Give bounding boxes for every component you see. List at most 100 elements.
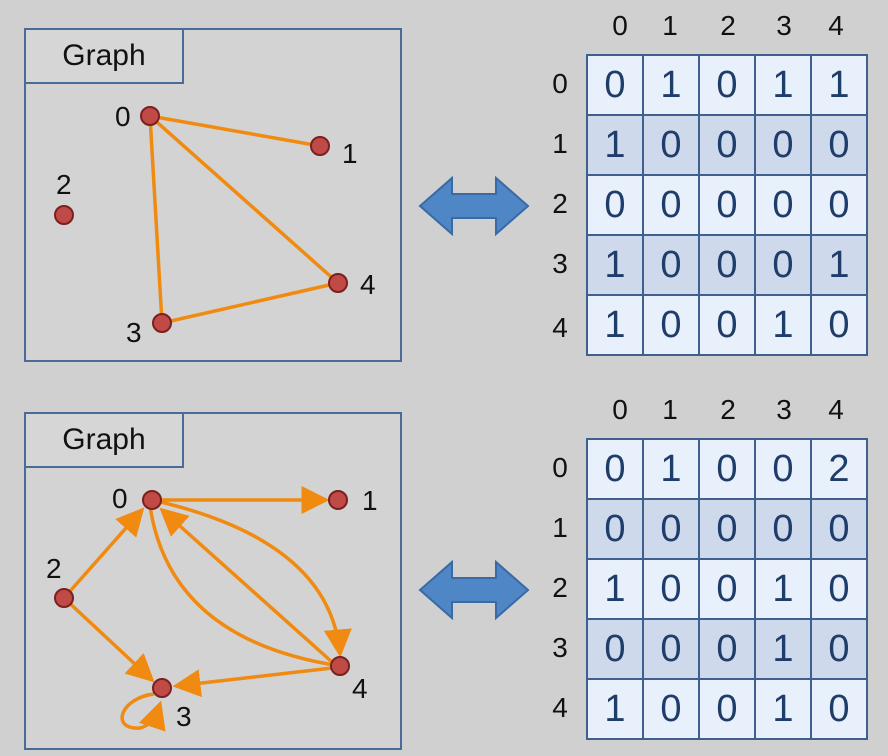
- matrix-cell: 0: [810, 678, 868, 740]
- matrix-cell: 0: [642, 294, 700, 356]
- column-header: 3: [776, 394, 792, 425]
- matrix-row: 0 1 0 0 2: [586, 438, 868, 500]
- node-label-3: 3: [176, 701, 192, 732]
- matrix-cell: 1: [754, 618, 812, 680]
- top-adjacency-matrix: 0 1 0 1 1 1 0 0 0 0 0 0 0 0 0 1 0 0 0 1 …: [586, 54, 868, 356]
- matrix-cell: 0: [642, 678, 700, 740]
- edge-0-1: [149, 114, 321, 148]
- column-header: 0: [612, 10, 628, 41]
- matrix-row: 1 0 0 1 0: [586, 558, 868, 620]
- node-labels: 0 1 2 3 4: [46, 483, 378, 732]
- edges: [148, 114, 340, 325]
- matrix-cell: 0: [586, 54, 644, 116]
- column-header: 4: [828, 394, 844, 425]
- matrix-cell: 0: [642, 618, 700, 680]
- matrix-cell: 0: [698, 234, 756, 296]
- matrix-row: 1 0 0 1 0: [586, 294, 868, 356]
- matrix-cell: 0: [810, 618, 868, 680]
- node-0: [142, 490, 162, 510]
- edge-0-3: [148, 115, 164, 324]
- matrix-cell: 1: [642, 438, 700, 500]
- column-header: 0: [612, 394, 628, 425]
- double-arrow-icon: [418, 175, 530, 237]
- matrix-row: 0 0 0 0 0: [586, 174, 868, 236]
- matrix-cell: 0: [810, 558, 868, 620]
- node-label-2: 2: [46, 553, 62, 584]
- matrix-cell: 1: [586, 294, 644, 356]
- edge-2-to-0: [62, 507, 145, 600]
- matrix-cell: 0: [642, 114, 700, 176]
- node-2: [54, 588, 74, 608]
- matrix-cell: 1: [586, 558, 644, 620]
- row-header: 3: [552, 632, 568, 663]
- matrix-cell: 0: [754, 438, 812, 500]
- matrix-cell: 0: [586, 174, 644, 236]
- matrix-row: 0 0 0 1 0: [586, 618, 868, 680]
- matrix-cell: 0: [642, 234, 700, 296]
- matrix-row: 0 1 0 1 1: [586, 54, 868, 116]
- row-header: 0: [552, 68, 568, 99]
- matrix-cell: 1: [810, 234, 868, 296]
- matrix-cell: 0: [586, 498, 644, 560]
- matrix-cell: 0: [810, 174, 868, 236]
- matrix-cell: 0: [754, 234, 812, 296]
- matrix-cell: 0: [642, 174, 700, 236]
- edge-0-4: [148, 114, 340, 285]
- column-header: 1: [662, 394, 678, 425]
- matrix-cell: 0: [754, 174, 812, 236]
- node-label-3: 3: [126, 317, 142, 348]
- matrix-cell: 0: [754, 114, 812, 176]
- matrix-cell: 1: [754, 294, 812, 356]
- column-header: 1: [662, 10, 678, 41]
- matrix-cell: 1: [754, 54, 812, 116]
- column-header: 2: [720, 10, 736, 41]
- row-header: 1: [552, 512, 568, 543]
- node-label-4: 4: [360, 269, 376, 300]
- matrix-cell: 1: [754, 678, 812, 740]
- node-3: [152, 313, 172, 333]
- matrix-cell: 0: [698, 438, 756, 500]
- edge-4-to-3: [172, 666, 333, 698]
- matrix-cell: 1: [810, 54, 868, 116]
- node-label-2: 2: [56, 169, 72, 200]
- node-1: [310, 136, 330, 156]
- edge-3-self-loop: [120, 692, 166, 732]
- graph-tab-label: Graph: [26, 414, 184, 468]
- node-1: [328, 490, 348, 510]
- row-header: 1: [552, 128, 568, 159]
- node-label-0: 0: [112, 483, 128, 514]
- matrix-cell: 1: [586, 114, 644, 176]
- matrix-cell: 0: [698, 174, 756, 236]
- edge-4-to-0: [159, 507, 334, 664]
- matrix-cell: 2: [810, 438, 868, 500]
- node-label-1: 1: [342, 138, 358, 169]
- edge-3-4: [161, 281, 339, 325]
- row-header: 0: [552, 452, 568, 483]
- node-label-4: 4: [352, 673, 368, 704]
- double-arrow-icon: [418, 559, 530, 621]
- row-header: 4: [552, 312, 568, 343]
- matrix-cell: 0: [698, 678, 756, 740]
- nodes: [54, 106, 348, 333]
- matrix-cell: 1: [642, 54, 700, 116]
- matrix-cell: 0: [698, 294, 756, 356]
- node-0: [140, 106, 160, 126]
- undirected-graph-panel: Graph: [24, 28, 402, 362]
- node-4: [328, 273, 348, 293]
- column-header: 3: [776, 10, 792, 41]
- matrix-cell: 0: [698, 618, 756, 680]
- matrix-cell: 0: [810, 294, 868, 356]
- bottom-adjacency-matrix: 0 1 0 0 2 0 0 0 0 0 1 0 0 1 0 0 0 0 1 0 …: [586, 438, 868, 740]
- edge-4-to-0-curve: [148, 505, 341, 668]
- edge-0-to-4-curve: [151, 498, 352, 658]
- matrix-cell: 0: [810, 498, 868, 560]
- matrix-cell: 0: [698, 114, 756, 176]
- matrix-cell: 0: [810, 114, 868, 176]
- node-labels: 0 1 2 3 4: [56, 101, 376, 348]
- matrix-row: 1 0 0 1 0: [586, 678, 868, 740]
- graph-tab-label: Graph: [26, 30, 184, 84]
- row-header: 4: [552, 692, 568, 723]
- edge-2-to-3: [62, 596, 155, 683]
